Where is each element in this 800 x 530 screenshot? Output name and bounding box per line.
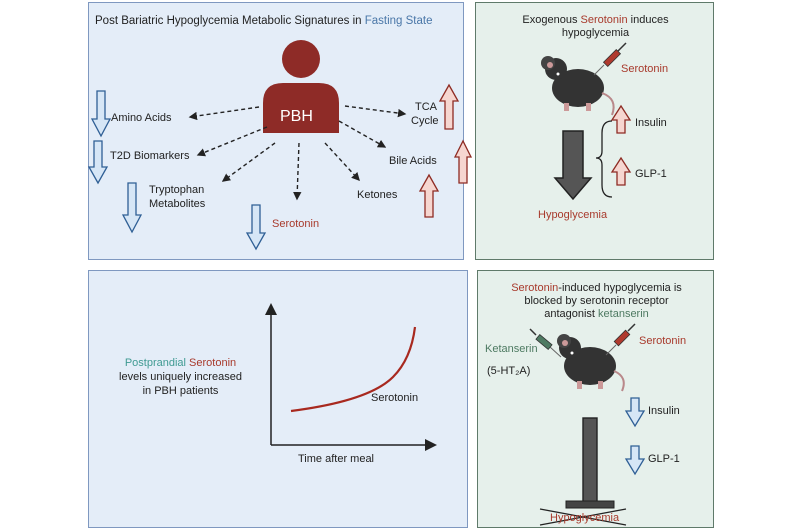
panel2-graphics [541, 42, 632, 201]
down-arrow-icon [90, 90, 112, 138]
panel4-title-ketanserin: ketanserin [598, 308, 649, 320]
panel4-title-line2: blocked by serotonin receptor [524, 295, 669, 307]
label-bile-acids: Bile Acids [389, 155, 437, 167]
label-tryptophan-2: Metabolites [149, 198, 206, 210]
panel4-left-syringe-label: Ketanserin [485, 343, 538, 355]
up-arrow-icon [610, 104, 632, 134]
panel1-title-text: Post Bariatric Hypoglycemia Metabolic Si… [95, 15, 365, 27]
panel2-insulin: Insulin [635, 117, 667, 129]
connector-t2d [196, 126, 268, 157]
connector-bile-acids [338, 120, 387, 148]
x-axis-label: Time after meal [298, 453, 375, 465]
panel-exogenous-serotonin: Exogenous Serotonin induces hypoglycemia [475, 2, 714, 260]
connector-serotonin [293, 142, 302, 201]
label-t2d-biomarkers: T2D Biomarkers [110, 150, 190, 162]
panel3-label-line1: Postprandial Serotonin [89, 357, 272, 370]
panel4-title-antagonist: antagonist [544, 308, 599, 320]
panel2-title-c: induces [627, 14, 669, 26]
panel2-title-serotonin: Serotonin [580, 14, 628, 26]
panel4-receptor-label: (5-HT₂A) [487, 365, 531, 377]
panel3-label-serotonin: Serotonin [186, 357, 237, 369]
syringe-icon [605, 323, 636, 356]
down-arrow-icon [624, 445, 646, 476]
panel3-label-line3: in PBH patients [142, 385, 219, 397]
panel4-outcome: Hypoglycemia [550, 512, 620, 524]
connector-ketones [324, 142, 360, 182]
panel3-label-postprandial: Postprandial [124, 357, 186, 369]
panel-postprandial: Postprandial Serotonin levels uniquely i… [88, 270, 468, 528]
panel4-graphics [529, 323, 646, 526]
panel4-insulin: Insulin [648, 405, 680, 417]
down-arrow-icon [553, 130, 593, 201]
pbh-label: PBH [280, 108, 313, 125]
mouse-icon [541, 56, 615, 116]
down-arrow-icon [87, 140, 109, 185]
label-tryptophan-1: Tryptophan [149, 184, 205, 196]
panel4-title-rest: -induced hypoglycemia is [558, 282, 682, 294]
bracket [595, 120, 613, 198]
panel1-graphics [87, 40, 473, 251]
person-icon [263, 40, 339, 133]
label-tca-2: Cycle [411, 115, 439, 127]
label-amino-acids: Amino Acids [111, 112, 172, 124]
serotonin-chart [265, 303, 437, 451]
panel4-right-syringe-label: Serotonin [639, 335, 687, 347]
connector-tca [344, 105, 407, 118]
connector-tryptophan [221, 142, 276, 182]
cross-out-line [539, 508, 627, 526]
down-arrow-icon [121, 182, 143, 234]
panel2-title-line1: Exogenous Serotonin induces [476, 14, 715, 27]
curve-label: Serotonin [371, 392, 419, 404]
up-arrow-icon [453, 139, 473, 184]
dashed-connectors [188, 105, 407, 201]
panel4-title-serotonin: Serotonin [511, 282, 559, 294]
panel1-title: Post Bariatric Hypoglycemia Metabolic Si… [95, 15, 433, 28]
panel-ketanserin-block: Serotonin-induced hypoglycemia is blocke… [477, 270, 714, 528]
panel1-title-fasting: Fasting State [364, 15, 433, 27]
panel2-title-a: Exogenous [522, 14, 581, 26]
up-arrow-icon [438, 83, 460, 130]
label-serotonin: Serotonin [272, 218, 320, 230]
panel2-glp1: GLP-1 [635, 168, 667, 180]
up-arrow-icon [418, 173, 440, 218]
serotonin-curve [290, 326, 417, 413]
syringe-icon [593, 42, 627, 76]
label-ketones: Ketones [357, 189, 398, 201]
panel2-outcome: Hypoglycemia [538, 209, 608, 221]
label-tca-1: TCA [415, 101, 437, 113]
panel2-title-line2: hypoglycemia [561, 27, 630, 39]
down-arrow-icon [245, 204, 267, 251]
panel4-title-line3: antagonist ketanserin [478, 308, 715, 321]
panel-fasting-signatures: Post Bariatric Hypoglycemia Metabolic Si… [87, 2, 473, 260]
syringe-icon [529, 328, 562, 358]
panel4-title-line1: Serotonin-induced hypoglycemia is [478, 282, 715, 295]
panel4-glp1: GLP-1 [648, 453, 680, 465]
panel2-syringe-label: Serotonin [621, 63, 669, 75]
connector-amino-acids [188, 106, 260, 121]
down-arrow-icon [624, 397, 646, 428]
block-icon [565, 417, 615, 509]
panel3-label-line2: levels uniquely increased [119, 371, 242, 383]
mouse-icon [557, 334, 625, 392]
up-arrow-icon [610, 156, 632, 186]
